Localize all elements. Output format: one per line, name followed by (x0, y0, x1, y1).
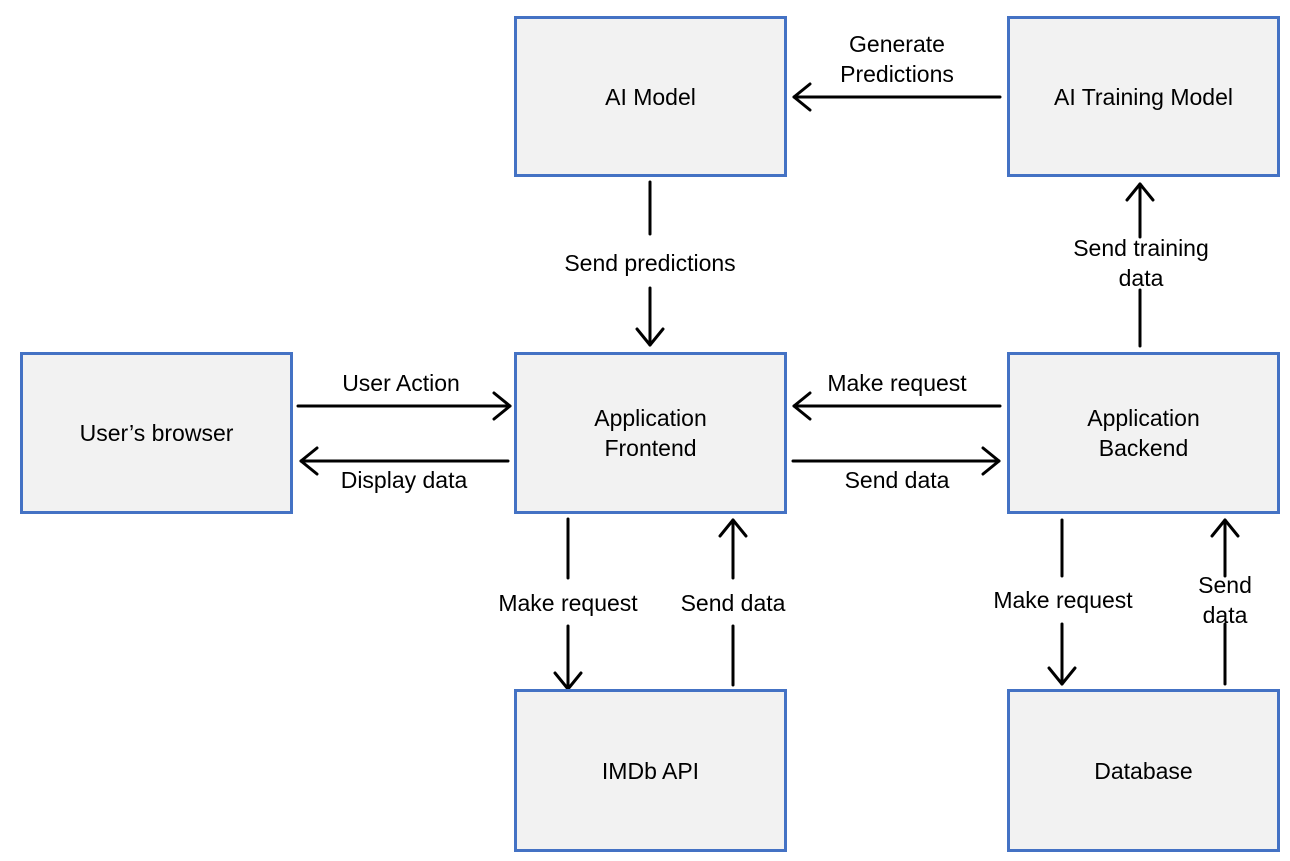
arrow-send-predictions (635, 180, 665, 347)
arrow-send-data-imdb-frontend (718, 518, 748, 687)
label-make-request-frontend-imdb: Make request (498, 590, 638, 616)
label-make-request-backend-frontend: Make request (827, 370, 967, 396)
label-send-data-imdb-frontend: Send data (680, 590, 786, 616)
application-frontend-box: Application Frontend (514, 352, 787, 514)
label-display-data: Display data (340, 467, 468, 493)
label-send-predictions: Send predictions (564, 250, 736, 276)
arrow-make-request-backend-frontend (792, 391, 1002, 421)
arrow-user-action (296, 391, 512, 421)
arrow-send-training-data (1125, 182, 1155, 348)
label-send-data-frontend-backend: Send data (844, 467, 950, 493)
label-send-training-data: Send training data (1073, 235, 1209, 291)
database-box: Database (1007, 689, 1280, 852)
arrow-generate-predictions (792, 82, 1002, 112)
arrow-send-data-frontend-backend (791, 446, 1001, 476)
application-backend-box: Application Backend (1007, 352, 1280, 514)
label-generate-predictions: Generate Predictions (840, 31, 954, 87)
ai-model-box: AI Model (514, 16, 787, 177)
label-user-action: User Action (342, 370, 460, 396)
label-make-request-backend-database: Make request (993, 587, 1133, 613)
arrow-make-request-backend-database (1047, 518, 1077, 686)
imdb-api-box: IMDb API (514, 689, 787, 852)
users-browser-box: User’s browser (20, 352, 293, 514)
ai-training-model-box: AI Training Model (1007, 16, 1280, 177)
arrow-send-data-database-backend (1210, 518, 1240, 686)
arrow-display-data (299, 446, 510, 476)
label-send-data-database-backend: Send data (1198, 572, 1252, 628)
